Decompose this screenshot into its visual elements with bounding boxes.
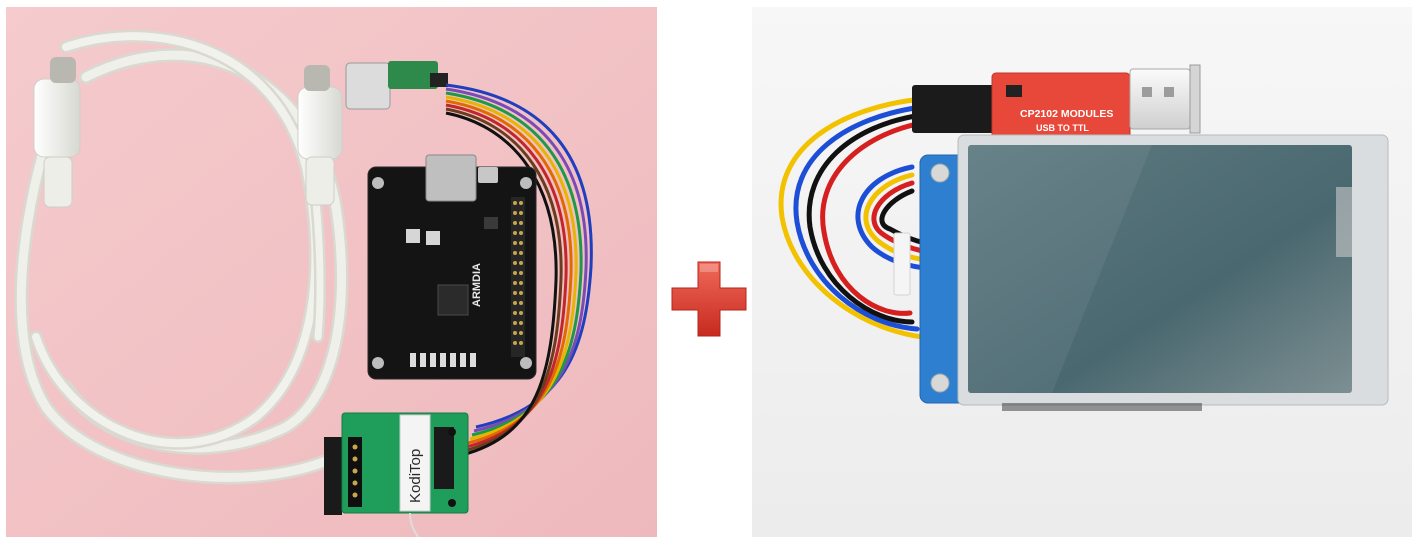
midi-kit-illustration: ARMDIA KodiTop — [6, 7, 657, 537]
jst-connector — [893, 232, 911, 296]
plus-icon — [670, 258, 748, 338]
usb-module-line2: USB TO TTL — [1036, 123, 1089, 133]
display-kit-photo: CP2102 MODULES USB TO TTL — [752, 7, 1412, 537]
display-screen — [968, 145, 1352, 393]
midi-plug-right — [297, 65, 343, 206]
ribbon-wires — [445, 83, 593, 457]
green-adapter-board: KodiTop — [324, 412, 469, 537]
usb-ttl-module: CP2102 MODULES USB TO TTL — [912, 64, 1201, 140]
touch-display — [919, 134, 1389, 411]
midi-plug-left — [33, 57, 81, 208]
adapter-label: KodiTop — [407, 449, 424, 503]
display-kit-illustration: CP2102 MODULES USB TO TTL — [752, 7, 1412, 537]
board-silkscreen: ARMDIA — [471, 263, 483, 307]
top-connector — [345, 61, 448, 110]
midi-interface-board: ARMDIA — [367, 154, 537, 380]
usb-module-line1: CP2102 MODULES — [1020, 108, 1113, 120]
midi-kit-photo: ARMDIA KodiTop — [6, 7, 657, 537]
